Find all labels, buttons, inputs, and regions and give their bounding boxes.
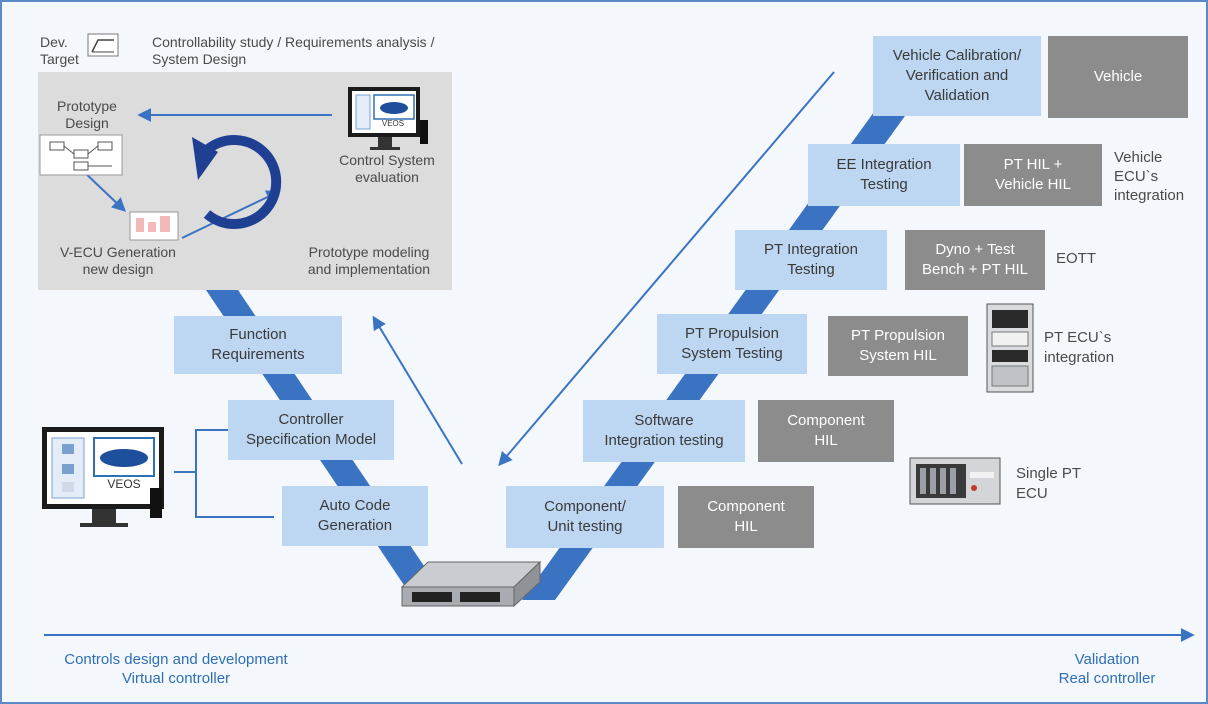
veos-large-label: VEOS (107, 477, 141, 491)
cycle-arrowhead-icon (192, 137, 218, 180)
single-pt-ecu-label: Single PT ECU (1016, 465, 1082, 502)
arrow-vecu-to-evaluation (181, 190, 281, 239)
control-system-evaluation-label: Control System evaluation (339, 152, 435, 185)
footer-right-label: Validation Real controller (1058, 651, 1156, 687)
prototype-modeling-label: Prototype modeling and implementation (307, 244, 431, 277)
process-phase-label: Controllability study / Requirements ana… (152, 34, 435, 67)
veos-monitor-small-icon (348, 87, 428, 150)
vecu-generation-label: V-ECU Generation new design (60, 244, 176, 277)
cycle-icon (203, 135, 282, 229)
pt-ecu-rack-icon (986, 303, 1034, 393)
eott-label: EOTT (1056, 250, 1096, 267)
component-unit-testing-box: Component/Unit testing (506, 486, 664, 548)
ecu-device-icon (400, 560, 542, 608)
arrow-up-to-prototype (372, 315, 463, 465)
veos-monitor-large-icon (42, 427, 164, 527)
dev-target-label: Dev. Target (40, 34, 79, 67)
veos-small-label: VEOS (381, 119, 405, 128)
dev-target-icon (87, 33, 119, 57)
pt-ecu-integration-label: PT ECU`s integration (1044, 329, 1115, 366)
arrow-down-from-vehicle (498, 71, 835, 467)
arrow-design-to-vecu (81, 169, 127, 212)
vecu-code-icon (129, 211, 179, 241)
prototype-design-label: Prototype Design (57, 98, 117, 131)
vehicle-box: Vehicle (1048, 36, 1188, 118)
block-diagram-icon (39, 134, 123, 176)
footer-left-label: Controls design and development Virtual … (64, 651, 288, 687)
vehicle-ecu-integration-label: Vehicle ECU`s integration (1114, 149, 1185, 204)
pt-hil-vehicle-hil-box: PT HIL +Vehicle HIL (964, 144, 1102, 206)
hil-simulator-icon (909, 457, 1001, 505)
